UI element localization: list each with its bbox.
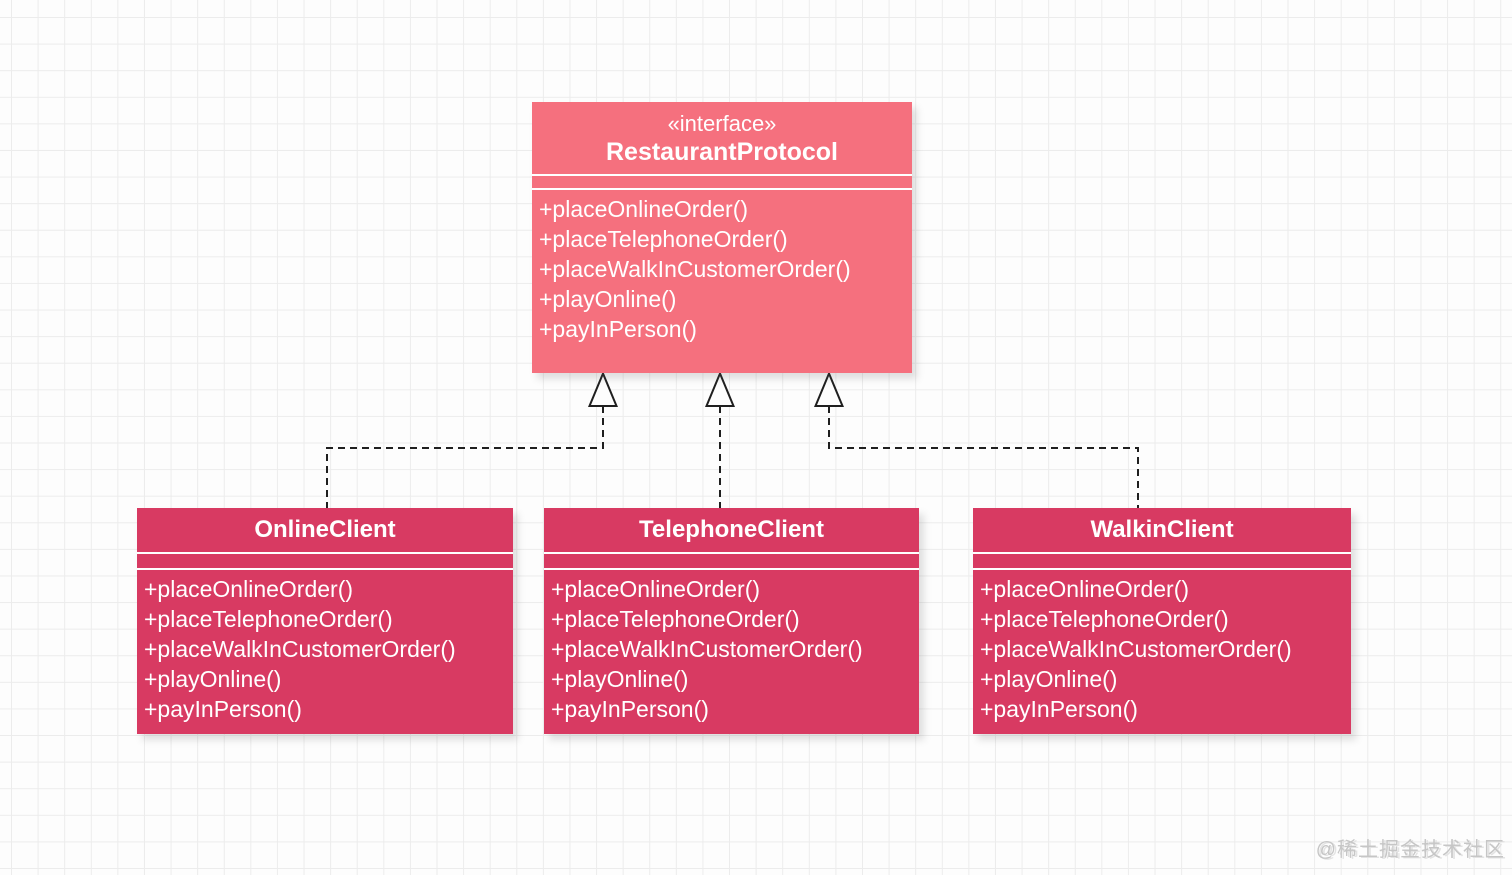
method-item: +placeWalkInCustomerOrder() bbox=[551, 636, 863, 662]
method-item: +placeTelephoneOrder() bbox=[980, 606, 1229, 632]
method-item: +playOnline() bbox=[539, 286, 677, 312]
class-box-walkinclient: WalkinClient +placeOnlineOrder() +placeT… bbox=[973, 508, 1351, 734]
method-item: +placeTelephoneOrder() bbox=[551, 606, 800, 632]
realization-line-walkinclient bbox=[828, 406, 1139, 508]
method-item: +payInPerson() bbox=[539, 316, 697, 342]
attributes-compartment bbox=[137, 552, 513, 570]
method-item: +payInPerson() bbox=[551, 696, 709, 722]
method-item: +playOnline() bbox=[980, 666, 1118, 692]
method-item: +placeOnlineOrder() bbox=[980, 576, 1190, 602]
method-item: +placeWalkInCustomerOrder() bbox=[980, 636, 1292, 662]
class-name: WalkinClient bbox=[1090, 516, 1234, 543]
attributes-compartment bbox=[544, 552, 919, 570]
interface-stereotype: «interface» bbox=[667, 110, 777, 136]
method-item: +payInPerson() bbox=[980, 696, 1138, 722]
method-item: +playOnline() bbox=[144, 666, 282, 692]
attributes-compartment bbox=[532, 174, 912, 190]
interface-name: RestaurantProtocol bbox=[606, 137, 838, 166]
class-name: OnlineClient bbox=[254, 516, 396, 543]
method-item: +placeOnlineOrder() bbox=[551, 576, 761, 602]
method-item: +payInPerson() bbox=[144, 696, 302, 722]
method-item: +placeTelephoneOrder() bbox=[144, 606, 393, 632]
methods-compartment: +placeOnlineOrder() +placeTelephoneOrder… bbox=[544, 570, 919, 728]
class-name: TelephoneClient bbox=[639, 516, 824, 543]
class-header: TelephoneClient bbox=[544, 508, 919, 552]
methods-compartment: +placeOnlineOrder() +placeTelephoneOrder… bbox=[973, 570, 1351, 728]
method-item: +playOnline() bbox=[551, 666, 689, 692]
watermark: @稀土掘金技术社区 bbox=[1315, 839, 1505, 861]
hollow-triangle-arrowhead bbox=[814, 370, 844, 407]
method-item: +placeOnlineOrder() bbox=[144, 576, 354, 602]
method-item: +placeOnlineOrder() bbox=[539, 196, 749, 222]
class-box-onlineclient: OnlineClient +placeOnlineOrder() +placeT… bbox=[137, 508, 513, 734]
method-item: +placeWalkInCustomerOrder() bbox=[144, 636, 456, 662]
class-header: OnlineClient bbox=[137, 508, 513, 552]
class-box-telephoneclient: TelephoneClient +placeOnlineOrder() +pla… bbox=[544, 508, 919, 734]
hollow-triangle-arrowhead bbox=[588, 370, 618, 407]
class-header: WalkinClient bbox=[973, 508, 1351, 552]
method-item: +placeWalkInCustomerOrder() bbox=[539, 256, 851, 282]
method-item: +placeTelephoneOrder() bbox=[539, 226, 788, 252]
methods-compartment: +placeOnlineOrder() +placeTelephoneOrder… bbox=[137, 570, 513, 728]
interface-header: «interface» RestaurantProtocol bbox=[532, 102, 912, 174]
interface-box-restaurantprotocol: «interface» RestaurantProtocol +placeOnl… bbox=[532, 102, 912, 373]
realization-line-onlineclient bbox=[326, 406, 604, 508]
attributes-compartment bbox=[973, 552, 1351, 570]
methods-compartment: +placeOnlineOrder() +placeTelephoneOrder… bbox=[532, 190, 912, 348]
hollow-triangle-arrowhead bbox=[705, 370, 735, 407]
